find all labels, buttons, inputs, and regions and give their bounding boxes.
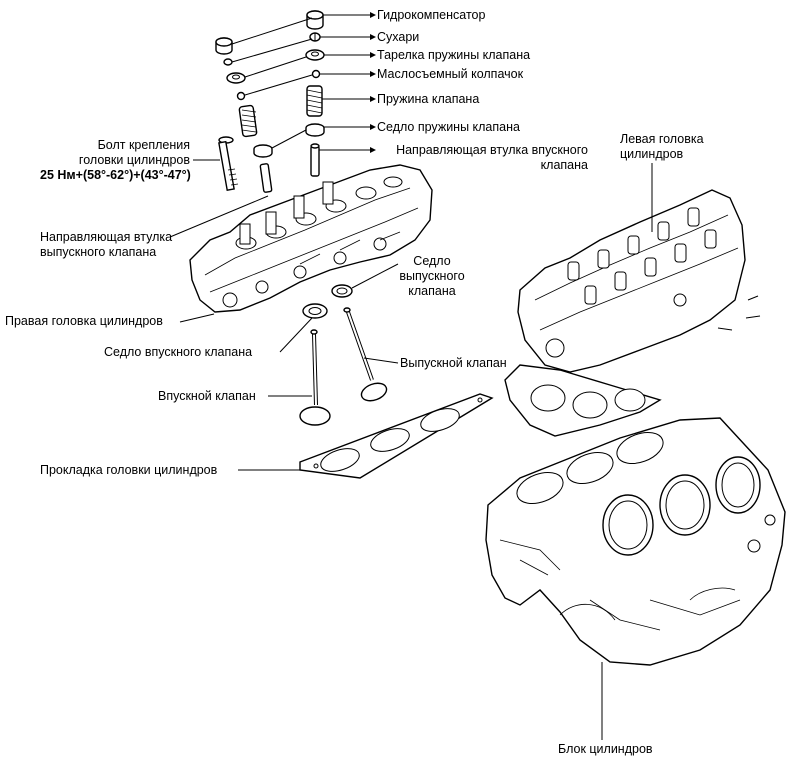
leader-arrows xyxy=(370,12,376,153)
label-valve-spring: Пружина клапана xyxy=(377,92,480,106)
label-head-bolt-line-2: головки цилиндров xyxy=(78,153,190,167)
valve-seal-part xyxy=(236,69,321,101)
label-left-head-line-2: цилиндров xyxy=(620,147,684,161)
retainer-part xyxy=(226,49,325,84)
label-exhaust-guide-line-1: Направляющая втулка xyxy=(40,230,173,244)
label-cylinder-block: Блок цилиндров xyxy=(558,742,653,756)
label-left-head-line-1: Левая головка xyxy=(620,132,704,146)
label-exhaust-valve: Выпускной клапан xyxy=(400,356,507,370)
label-intake-guide-line-1: Направляющая втулка впускного xyxy=(396,143,588,157)
label-exhaust-seat: Седло выпускного клапана xyxy=(392,254,472,299)
label-retainer: Тарелка пружины клапана xyxy=(377,48,531,62)
label-intake-seat: Седло впускного клапана xyxy=(104,345,253,359)
lifter-part xyxy=(306,10,324,30)
left-head-gasket xyxy=(504,364,662,437)
cylinder-block xyxy=(485,417,786,666)
label-exhaust-seat-line-2: выпускного xyxy=(399,269,465,283)
exhaust-seat-part xyxy=(331,284,353,298)
lifter-left-part xyxy=(215,37,233,55)
right-cylinder-head xyxy=(189,164,433,313)
exhaust-valve-part xyxy=(343,307,388,402)
label-valve-seal: Маслосъемный колпачок xyxy=(377,67,524,81)
label-keepers: Сухари xyxy=(377,30,420,44)
label-head-bolt: Болт крепления головки цилиндров xyxy=(40,138,190,168)
label-exhaust-seat-line-1: Седло xyxy=(413,254,451,268)
intake-valve-part xyxy=(299,329,331,426)
label-right-head: Правая головка цилиндров xyxy=(5,314,163,328)
right-head-gasket xyxy=(299,393,494,479)
label-intake-valve: Впускной клапан xyxy=(158,389,256,403)
left-cylinder-head xyxy=(517,189,761,373)
head-bolt-part xyxy=(218,136,239,191)
label-intake-guide-line-2: клапана xyxy=(540,158,588,172)
label-exhaust-guide: Направляющая втулка выпускного клапана xyxy=(40,230,172,260)
valve-guide-part xyxy=(259,143,320,193)
label-spring-seat: Седло пружины клапана xyxy=(377,120,520,134)
spring-seat-part xyxy=(253,123,325,158)
label-left-head: Левая головка цилиндров xyxy=(620,132,704,162)
valve-spring-part xyxy=(238,85,323,138)
label-exhaust-seat-line-3: клапана xyxy=(408,284,456,298)
label-head-bolt-line-1: Болт крепления xyxy=(97,138,190,152)
label-intake-guide: Направляющая втулка впускного клапана xyxy=(370,143,588,173)
label-head-gasket: Прокладка головки цилиндров xyxy=(40,463,218,477)
label-head-bolt-torque: 25 Нм+(58°-62°)+(43°-47°) xyxy=(40,168,191,182)
label-lifter: Гидрокомпенсатор xyxy=(377,8,486,22)
label-exhaust-guide-line-2: выпускного клапана xyxy=(40,245,157,259)
intake-seat-part xyxy=(302,303,328,319)
leader-lines xyxy=(169,14,653,740)
